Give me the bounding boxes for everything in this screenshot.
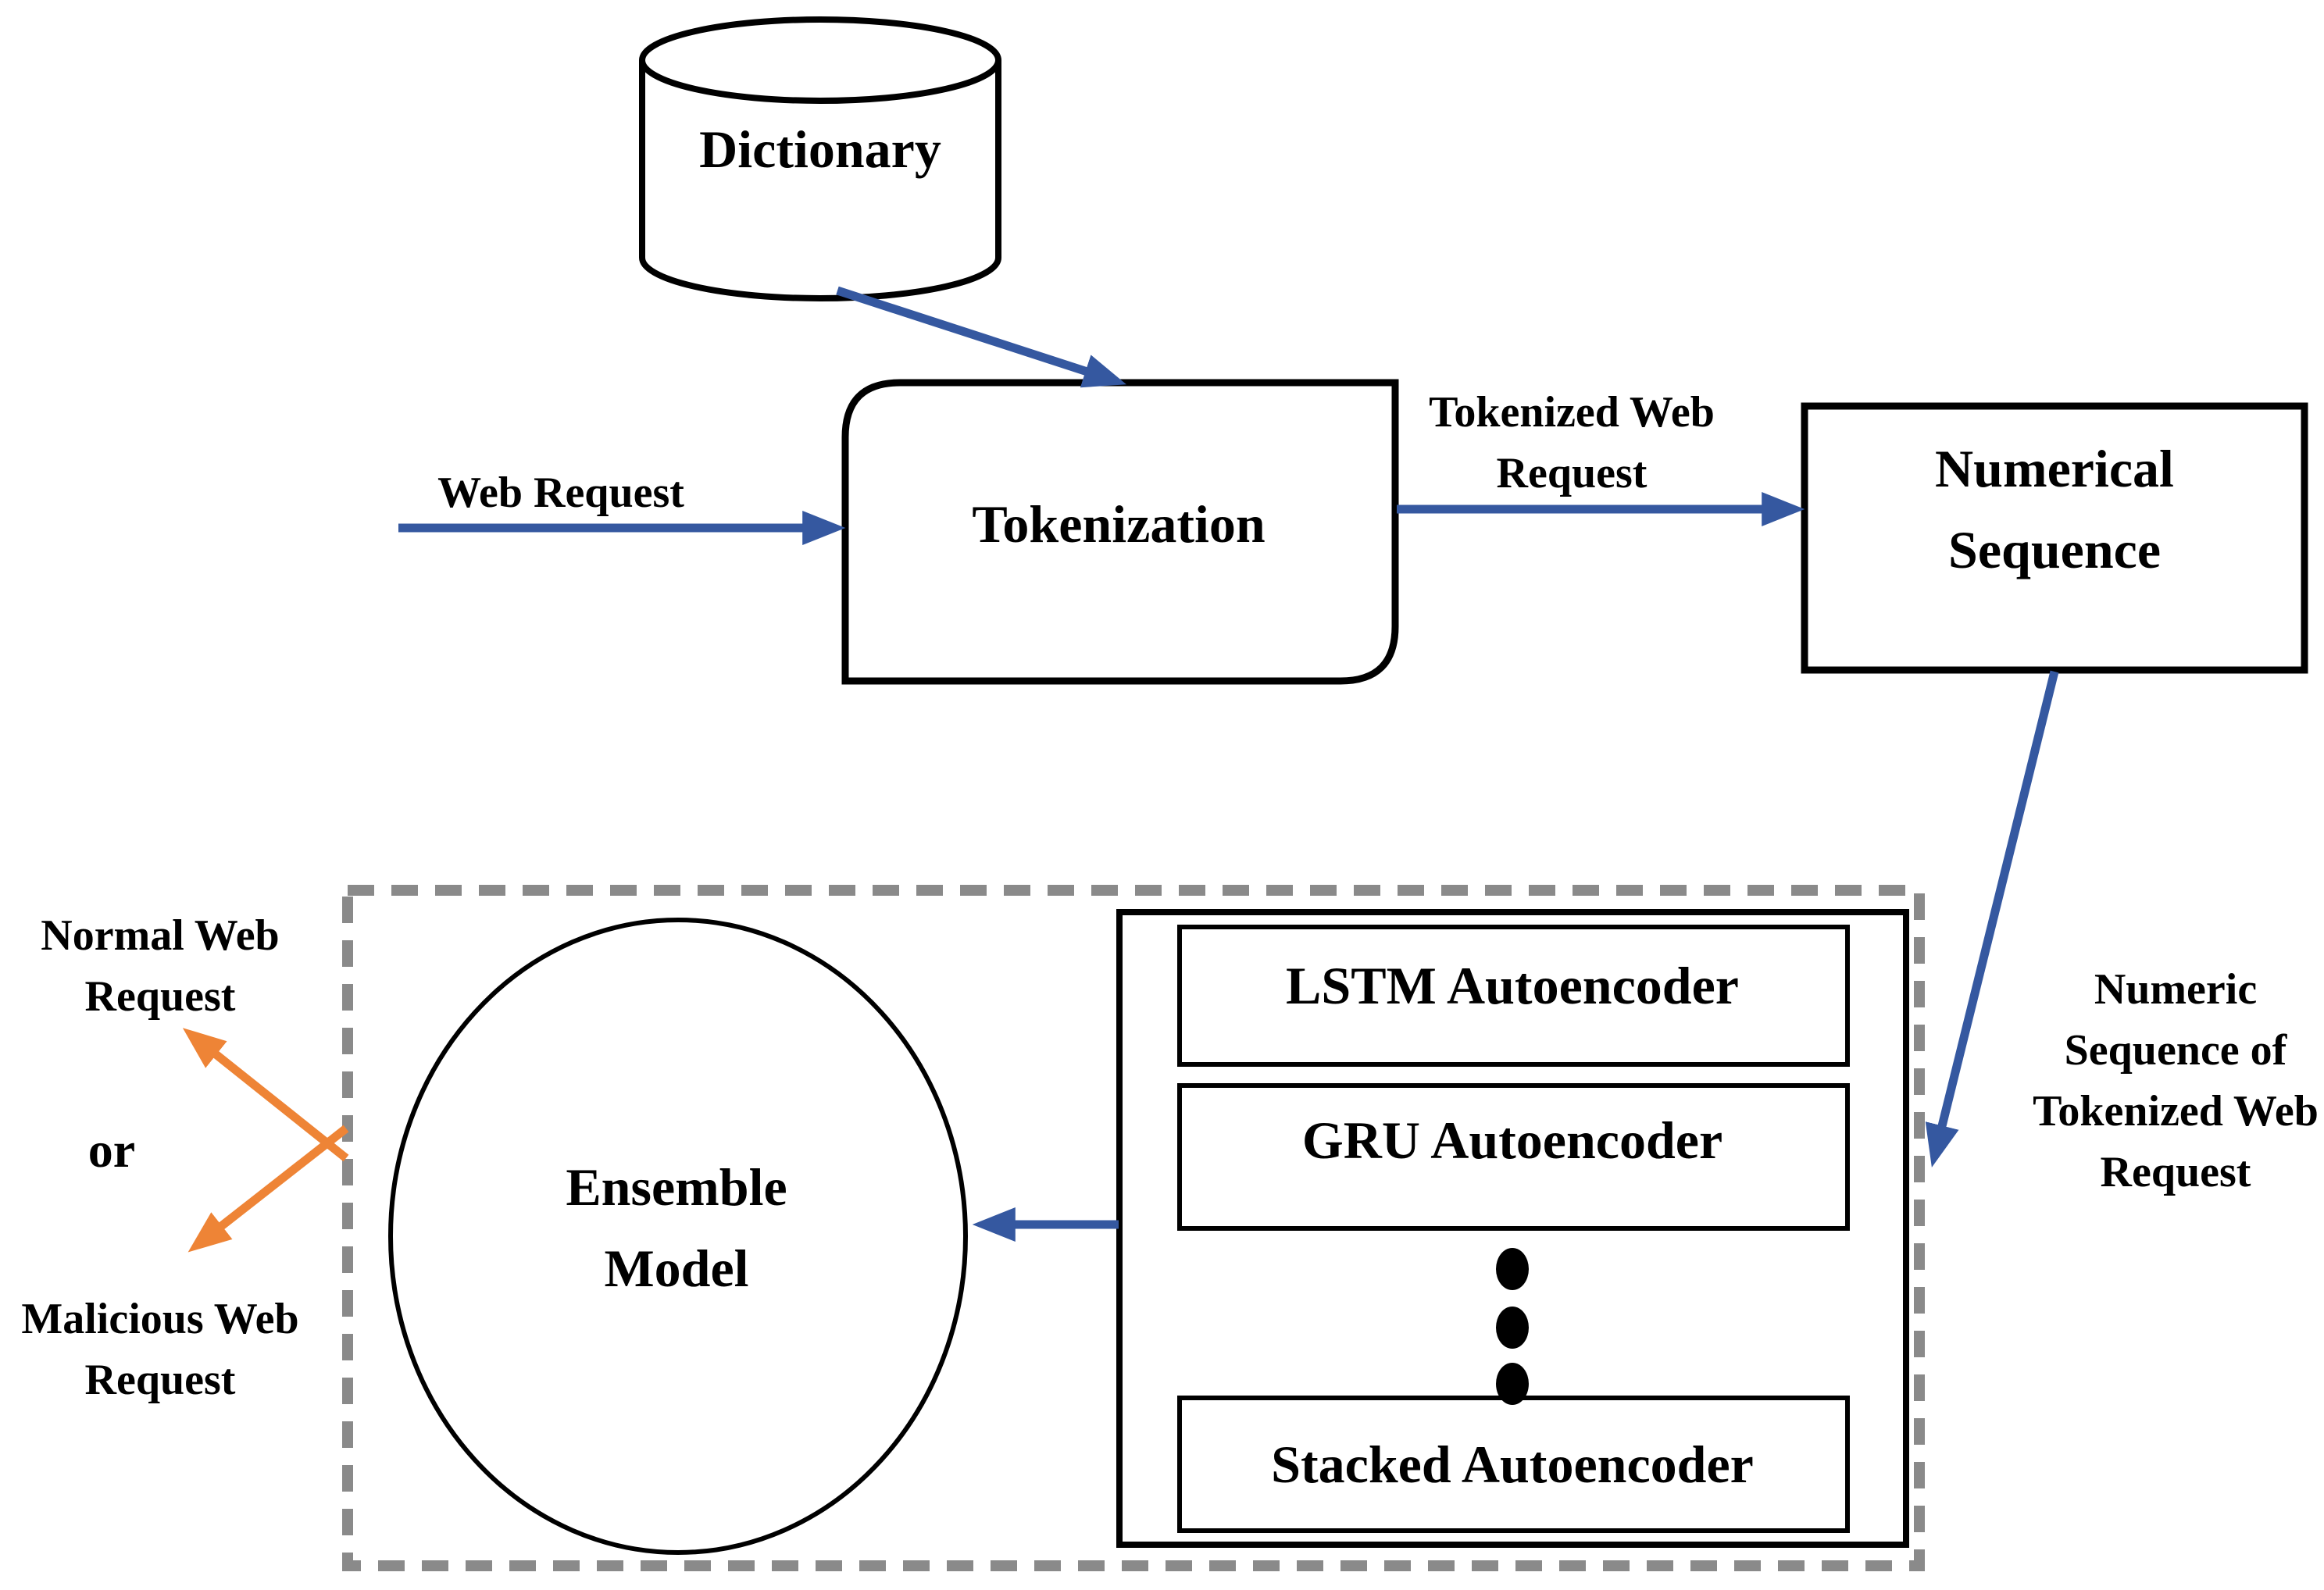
malicious-web-request-line: Request: [84, 1356, 236, 1404]
numeric-sequence-line: Sequence of: [2064, 1026, 2287, 1075]
tokenized-web-request-edge-label: Tokenized Web Request: [1429, 382, 1715, 504]
dictionary-cylinder-body: [639, 60, 1001, 301]
tokenized-label-line: Tokenized Web: [1429, 388, 1715, 437]
ensemble-model-ellipse: [388, 918, 968, 1555]
numeric-sequence-line: Tokenized Web: [2033, 1087, 2319, 1135]
ensemble-dashed-container: [342, 885, 1925, 1571]
dictionary-label: Dictionary: [699, 119, 941, 179]
vertical-ellipsis-icon: [1496, 1248, 1529, 1405]
malicious-web-request-line: Malicious Web: [21, 1295, 299, 1343]
normal-web-request-label: Normal Web Request: [41, 905, 279, 1027]
numerical-sequence-label: Numerical Sequence: [1935, 428, 2174, 590]
gru-autoencoder-box: [1177, 1083, 1850, 1231]
tokenized-label-line: Request: [1496, 449, 1648, 497]
numeric-sequence-edge-label: Numeric Sequence of Tokenized Web Reques…: [2033, 959, 2319, 1203]
numerical-sequence-line: Sequence: [1948, 520, 2161, 579]
gru-autoencoder-label: GRU Autoencoder: [1301, 1111, 1723, 1170]
numerical-sequence-line: Numerical: [1935, 439, 2174, 498]
tokenization-label: Tokenization: [972, 494, 1266, 554]
ensemble-model-line: Ensemble: [566, 1157, 787, 1217]
ensemble-to-malicious-arrow: [187, 1125, 349, 1253]
malicious-web-request-label: Malicious Web Request: [21, 1289, 298, 1410]
normal-web-request-line: Normal Web: [41, 911, 280, 960]
dictionary-cylinder-top: [639, 16, 1001, 104]
web-request-edge-label: Web Request: [437, 469, 684, 517]
ensemble-to-normal-arrow: [182, 1028, 349, 1162]
autoencoder-stack-box: [1116, 909, 1909, 1548]
tokenization-box: [841, 379, 1399, 685]
or-connector-label: or: [87, 1122, 136, 1178]
ellipsis-dot: [1496, 1248, 1529, 1290]
normal-web-request-line: Request: [84, 972, 236, 1021]
lstm-autoencoder-box: [1177, 925, 1850, 1067]
numeric-sequence-arrow: [1925, 670, 2059, 1168]
dictionary-to-tokenization-arrow: [836, 286, 1126, 388]
numeric-sequence-line: Numeric: [2094, 965, 2258, 1014]
stacked-autoencoder-label: Stacked Autoencoder: [1271, 1435, 1754, 1494]
lstm-autoencoder-label: LSTM Autoencoder: [1286, 956, 1739, 1015]
numeric-sequence-line: Request: [2100, 1148, 2251, 1196]
ensemble-model-line: Model: [604, 1239, 749, 1298]
dictionary-cylinder: [639, 16, 1001, 301]
ensemble-model-label: Ensemble Model: [566, 1146, 787, 1309]
ellipsis-dot: [1496, 1363, 1529, 1405]
numerical-sequence-box: [1801, 402, 2308, 674]
ellipsis-dot: [1496, 1307, 1529, 1349]
